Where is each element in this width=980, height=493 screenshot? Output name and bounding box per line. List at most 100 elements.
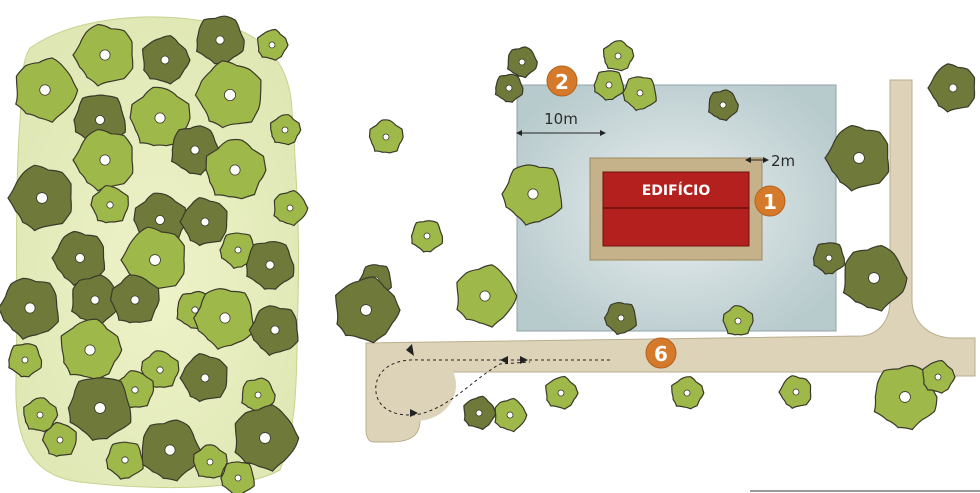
tree-trunk [505, 84, 513, 92]
tree-icon [220, 461, 255, 493]
marker-2-badge [546, 65, 578, 97]
tree-icon [219, 232, 256, 270]
tree-trunk [223, 89, 236, 102]
tree-trunk [156, 366, 164, 374]
route-arrow-icon [406, 344, 414, 356]
tree-icon [842, 244, 908, 312]
marker-1: 1 [754, 185, 786, 217]
tree-trunk [219, 312, 231, 324]
marker-6-badge [645, 337, 677, 369]
tree-icon [192, 288, 255, 350]
tree-trunk [94, 402, 106, 414]
tree-icon [927, 63, 976, 113]
tree-trunk [825, 254, 833, 262]
tree-icon [812, 242, 845, 275]
tree-trunk [24, 302, 36, 314]
tree-trunk [605, 81, 613, 89]
tree-icon [722, 305, 754, 336]
tree-trunk [281, 126, 289, 134]
tree-icon [593, 70, 625, 101]
tree-trunk [265, 260, 275, 270]
tree-trunk [527, 188, 539, 200]
tree-trunk [270, 325, 280, 335]
tree-trunk [254, 391, 262, 399]
marker-1-number: 1 [763, 190, 777, 214]
tree-icon [269, 114, 302, 146]
tree-trunk [617, 314, 625, 322]
tree-icon [824, 124, 890, 192]
tree-trunk [39, 84, 51, 96]
tree-trunk [719, 101, 727, 109]
tree-trunk [121, 456, 129, 464]
tree-trunk [200, 217, 210, 227]
tree-icon [41, 421, 77, 457]
tree-trunk [99, 154, 111, 166]
building-label: EDIFÍCIO [642, 182, 711, 199]
tree-trunk [557, 389, 565, 397]
tree-icon [506, 46, 538, 79]
tree-icon [671, 376, 705, 410]
tree-icon [194, 60, 262, 129]
tree-icon [140, 419, 201, 482]
tree-trunk [518, 58, 526, 66]
tree-icon [205, 138, 267, 200]
tree-trunk [99, 49, 111, 61]
tree-icon [129, 86, 191, 147]
tree-icon [463, 395, 497, 431]
tree-icon [494, 73, 524, 103]
tree-trunk [36, 192, 48, 204]
tree-trunk [95, 115, 105, 125]
border-dimension-label: 2m [771, 152, 795, 170]
tree-icon [60, 318, 123, 381]
tree-icon [195, 15, 245, 66]
tree-trunk [475, 409, 483, 417]
route-arrow-icon [410, 409, 418, 417]
tree-icon [248, 305, 299, 357]
tree-trunk [614, 52, 622, 60]
tree-icon [545, 375, 579, 410]
tree-icon [603, 302, 637, 336]
marker-2: 2 [546, 65, 578, 97]
tree-trunk [899, 391, 911, 403]
tree-icon [8, 343, 43, 378]
tree-trunk [229, 164, 241, 176]
tree-icon [368, 119, 404, 154]
tree-trunk [130, 295, 140, 305]
tree-icon [707, 89, 739, 122]
tree-icon [105, 441, 144, 480]
tree-trunk [853, 152, 865, 164]
tree-icon [778, 375, 812, 410]
tree-icon [622, 76, 657, 112]
tree-icon [141, 35, 191, 85]
route-arrow-icon [500, 356, 508, 364]
tree-icon [873, 364, 938, 431]
marker-6-number: 6 [654, 342, 668, 366]
tree-trunk [56, 436, 64, 444]
tree-trunk [360, 304, 372, 316]
tree-trunk [792, 388, 800, 396]
tree-trunk [934, 373, 942, 381]
tree-icon [179, 197, 228, 247]
tree-trunk [200, 373, 210, 383]
tree-icon [72, 128, 134, 192]
tree-trunk [286, 204, 294, 212]
tree-trunk [75, 253, 85, 263]
route-arrow-icon [520, 356, 528, 364]
tree-trunk [479, 290, 491, 302]
tree-icon [67, 377, 132, 442]
tree-trunk [36, 411, 44, 419]
tree-trunk [506, 411, 514, 419]
tree-trunk [190, 145, 200, 155]
tree-trunk [84, 344, 96, 356]
tree-trunk [21, 356, 29, 364]
turnaround-island [376, 349, 456, 421]
marker-2-number: 2 [555, 70, 569, 94]
marker-6: 6 [645, 337, 677, 369]
marker-1-badge [754, 185, 786, 217]
tree-trunk [868, 272, 880, 284]
tree-trunk [131, 386, 139, 394]
tree-icon [109, 274, 160, 324]
tree-icon [256, 28, 289, 61]
tree-icon [245, 240, 295, 290]
tree-trunk [164, 444, 176, 456]
